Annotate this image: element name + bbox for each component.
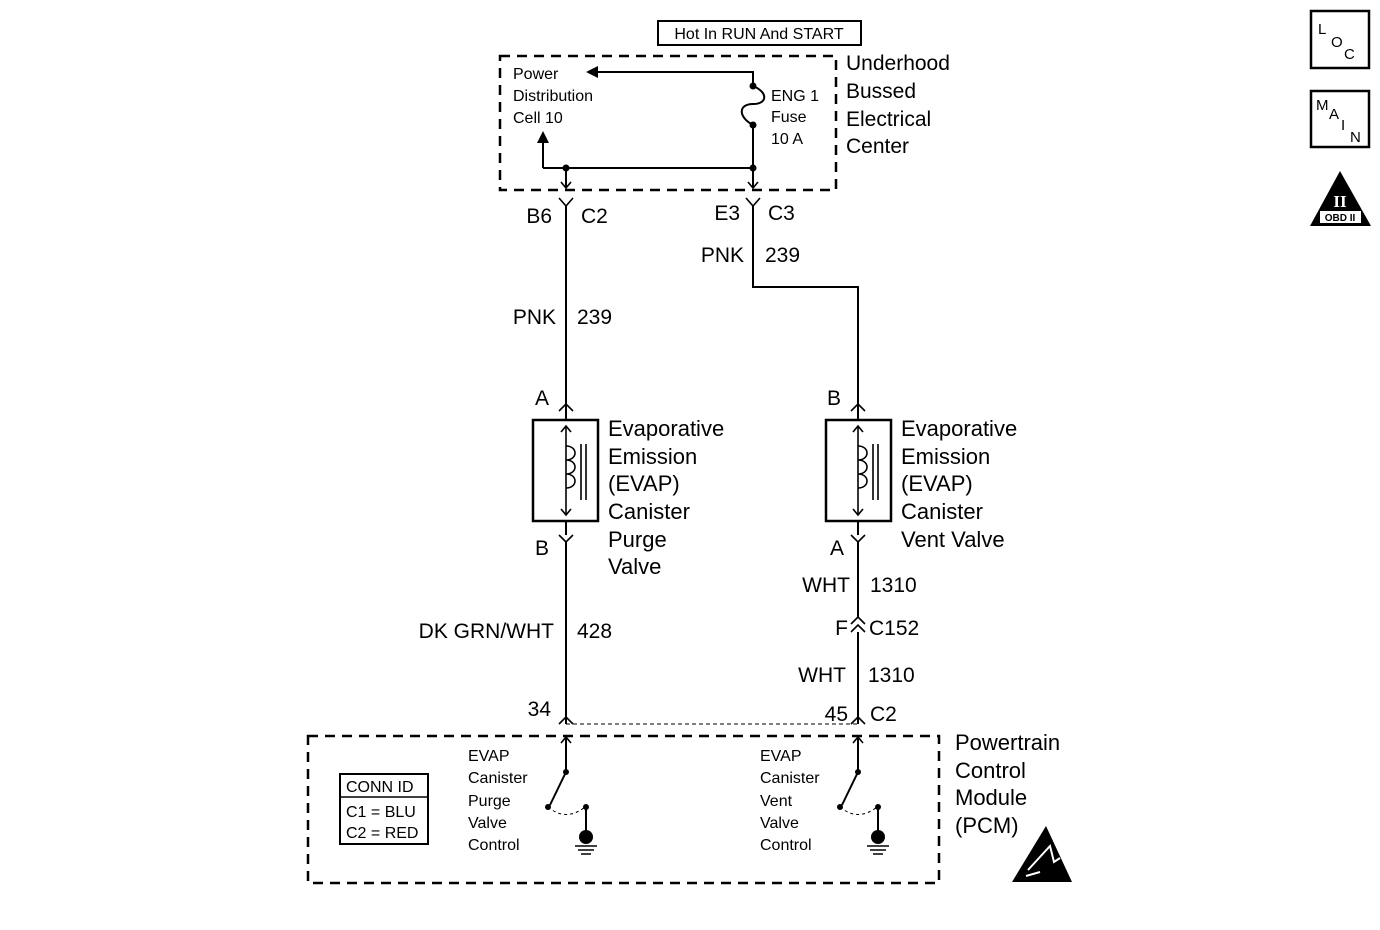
- wire-right-mid-color: WHT: [802, 574, 850, 597]
- wire-right-upper: [752, 206, 859, 404]
- cell-label-1: Power: [513, 66, 559, 83]
- main-letter-4: N: [1350, 129, 1361, 146]
- fuse-label-1: ENG 1: [771, 88, 819, 105]
- purge-control-3: Purge: [468, 793, 511, 810]
- vent-valve-pin-top: B: [827, 387, 841, 410]
- fuse-block-name-4: Center: [846, 135, 909, 158]
- purge-control-4: Valve: [468, 815, 507, 832]
- esd-warning-icon: [1012, 826, 1072, 882]
- inline-connector-c152: F C152: [835, 615, 919, 640]
- pcm-pin-right: 45: [825, 703, 848, 726]
- wire-left-upper-circuit: 239: [577, 306, 612, 329]
- vent-valve-name-4: Canister: [901, 499, 983, 524]
- connector-top-right-id: C3: [768, 202, 795, 225]
- vent-valve-name-2: Emission: [901, 444, 990, 469]
- conn-id-row-2: C2 = RED: [346, 825, 418, 842]
- purge-valve-name-6: Valve: [608, 554, 661, 579]
- cell-label-2: Distribution: [513, 88, 593, 105]
- wire-left-lower-circuit: 428: [577, 620, 612, 643]
- obd-numeral: II: [1333, 192, 1347, 211]
- wire-right-upper-circuit: 239: [765, 244, 800, 267]
- vent-valve-name-3: (EVAP): [901, 471, 973, 496]
- purge-valve: A B Evaporative Emission (EVAP) Canister…: [531, 387, 724, 579]
- fuse-icon: [740, 82, 766, 129]
- loc-letter-2: O: [1331, 34, 1343, 51]
- vent-valve-pin-bottom: A: [830, 537, 844, 560]
- pcm-name-1: Powertrain: [955, 730, 1060, 755]
- pcm-pin-left: 34: [528, 698, 552, 721]
- purge-control-5: Control: [468, 837, 520, 854]
- obd-label: OBD II: [1325, 213, 1356, 224]
- wire-right-lower-circuit: 1310: [868, 664, 915, 687]
- purge-valve-pin-bottom: B: [535, 537, 549, 560]
- pcm-connector-id: C2: [870, 703, 897, 726]
- power-source-text: Hot In RUN And START: [674, 26, 843, 43]
- purge-valve-name-2: Emission: [608, 444, 697, 469]
- main-letter-2: A: [1329, 106, 1339, 123]
- pcm-module: Powertrain Control Module (PCM) EVAP Can…: [306, 730, 1060, 885]
- purge-valve-name-5: Purge: [608, 527, 667, 552]
- loc-letter-1: L: [1318, 21, 1326, 38]
- main-letter-1: M: [1316, 97, 1329, 114]
- conn-id-title: CONN ID: [346, 779, 414, 796]
- fuse-label-3: 10 A: [771, 131, 803, 148]
- purge-valve-name-4: Canister: [608, 499, 690, 524]
- inline-connector-id: C152: [869, 617, 919, 640]
- inline-connector-pin: F: [835, 617, 848, 640]
- fuse-block: Power Distribution Cell 10 ENG 1 Fuse 10…: [498, 52, 950, 192]
- conn-id-table: CONN ID C1 = BLU C2 = RED: [339, 773, 429, 845]
- connector-top-left-pin: B6: [526, 205, 552, 228]
- pcm-connector: 34 45 C2: [528, 698, 897, 726]
- purge-valve-pin-top: A: [535, 387, 549, 410]
- vent-valve-name-5: Vent Valve: [901, 527, 1005, 552]
- fuse-block-name-1: Underhood: [846, 52, 950, 75]
- vent-control-2: Canister: [760, 770, 820, 787]
- cell-label-3: Cell 10: [513, 110, 563, 127]
- vent-valve: B A Evaporative Emission (EVAP) Canister…: [824, 387, 1017, 560]
- vent-valve-name-1: Evaporative: [901, 416, 1017, 441]
- loc-letter-3: C: [1344, 46, 1355, 63]
- fuse-label-2: Fuse: [771, 109, 807, 126]
- ground-icon: [575, 830, 597, 855]
- wire-right-lower-color: WHT: [798, 664, 846, 687]
- ground-icon: [867, 830, 889, 855]
- loc-icon[interactable]: L O C: [1309, 9, 1371, 70]
- pcm-name-2: Control: [955, 758, 1026, 783]
- main-letter-3: I: [1341, 117, 1345, 134]
- obd-ii-icon[interactable]: II OBD II: [1310, 171, 1371, 226]
- connector-top-right-pin: E3: [714, 202, 740, 225]
- purge-valve-name-1: Evaporative: [608, 416, 724, 441]
- fuse-block-name-2: Bussed: [846, 80, 916, 103]
- conn-id-row-1: C1 = BLU: [346, 804, 416, 821]
- fuse-block-name-3: Electrical: [846, 108, 931, 131]
- main-icon[interactable]: M A I N: [1309, 89, 1371, 149]
- power-source-label: Hot In RUN And START: [657, 20, 862, 46]
- pcm-name-4: (PCM): [955, 813, 1019, 838]
- vent-control-3: Vent: [760, 793, 793, 810]
- vent-control-5: Control: [760, 837, 812, 854]
- vent-control-4: Valve: [760, 815, 799, 832]
- connector-top-right: E3 C3: [714, 197, 795, 225]
- wire-left-lower-color: DK GRN/WHT: [419, 620, 554, 643]
- purge-valve-name-3: (EVAP): [608, 471, 680, 496]
- connector-top-left-id: C2: [581, 205, 608, 228]
- connector-top-left: B6 C2: [526, 197, 608, 228]
- wire-right-mid-circuit: 1310: [870, 574, 917, 597]
- wire-left-upper-color: PNK: [513, 306, 556, 329]
- purge-control-2: Canister: [468, 770, 528, 787]
- pcm-name-3: Module: [955, 785, 1027, 810]
- wire-right-upper-color: PNK: [701, 244, 744, 267]
- vent-control-1: EVAP: [760, 748, 802, 765]
- purge-control-1: EVAP: [468, 748, 510, 765]
